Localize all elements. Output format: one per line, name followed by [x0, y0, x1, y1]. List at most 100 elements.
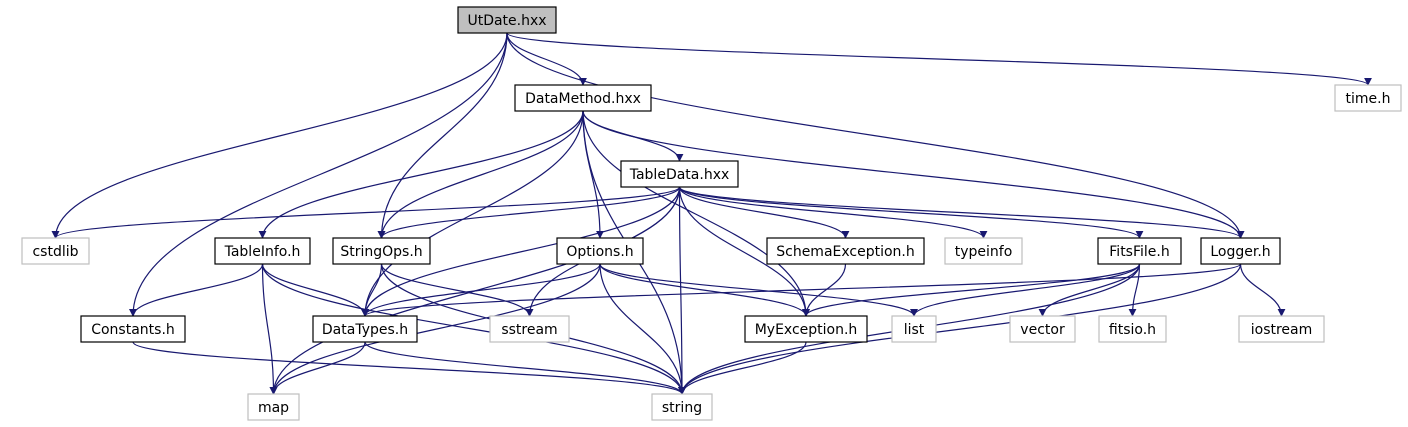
edge-fitsfile-to-fitsio — [1128, 263, 1141, 317]
edge-tableinfo-to-string — [261, 263, 686, 395]
edge-utdate-to-constants — [129, 32, 508, 317]
edge-datamethod-to-myexc — [582, 110, 810, 317]
node-string: string — [651, 393, 713, 421]
edge-tableinfo-to-map — [261, 263, 278, 395]
node-tableinfo[interactable]: TableInfo.h — [214, 237, 311, 265]
edge-fitsfile-to-myexc — [802, 263, 1141, 317]
edge-line — [678, 263, 1242, 395]
edge-options-to-string — [599, 263, 686, 395]
node-box — [457, 6, 557, 34]
edge-logger-to-string — [678, 263, 1242, 395]
node-fitsfile[interactable]: FitsFile.h — [1097, 237, 1182, 265]
edge-line — [582, 110, 604, 239]
node-box — [1098, 315, 1167, 343]
node-tabledata[interactable]: TableData.hxx — [620, 160, 739, 188]
node-label: TableData.hxx — [629, 167, 730, 183]
node-box — [80, 315, 186, 343]
edges-layer — [51, 32, 1372, 395]
edge-datatypes-to-map — [269, 341, 366, 395]
edge-line — [678, 186, 988, 239]
edge-options-to-myexc — [599, 263, 810, 317]
edge-line — [506, 32, 587, 86]
node-stringops[interactable]: StringOps.h — [332, 237, 431, 265]
edge-utdate-to-cstdlib — [51, 32, 508, 239]
node-logger[interactable]: Logger.h — [1200, 237, 1281, 265]
edge-line — [678, 186, 1245, 239]
edge-options-to-map — [269, 263, 601, 395]
node-label: Logger.h — [1210, 244, 1270, 260]
edge-myexc-to-string — [678, 341, 807, 395]
edge-line — [132, 341, 686, 395]
edge-tabledata-to-datatypes — [361, 186, 681, 317]
node-label: time.h — [1346, 91, 1391, 107]
node-label: Options.h — [566, 244, 633, 260]
edge-line — [582, 110, 1245, 239]
node-label: typeinfo — [955, 244, 1013, 260]
edge-fitsfile-to-vector — [1038, 263, 1141, 317]
edge-tabledata-to-cstdlib — [51, 186, 681, 239]
node-schemaexc[interactable]: SchemaException.h — [766, 237, 925, 265]
edge-datamethod-to-options — [582, 110, 604, 239]
node-label: SchemaException.h — [776, 244, 915, 260]
node-myexc[interactable]: MyException.h — [744, 315, 868, 343]
edge-tabledata-to-logger — [678, 186, 1245, 239]
edge-options-to-datatypes — [361, 263, 601, 317]
node-label: sstream — [501, 322, 557, 338]
node-cstdlib: cstdlib — [21, 237, 90, 265]
node-label: MyException.h — [755, 322, 858, 338]
edge-datamethod-to-tableinfo — [258, 110, 584, 239]
node-label: vector — [1020, 322, 1065, 338]
edge-line — [261, 263, 369, 317]
edge-line — [361, 110, 584, 317]
node-typeinfo: typeinfo — [944, 237, 1023, 265]
node-datatypes[interactable]: DataTypes.h — [312, 315, 418, 343]
node-iostream: iostream — [1238, 315, 1325, 343]
edge-datatypes-to-string — [364, 341, 686, 395]
edge-constants-to-string — [132, 341, 686, 395]
node-box — [1097, 237, 1182, 265]
node-time: time.h — [1334, 84, 1402, 112]
node-label: cstdlib — [32, 244, 78, 260]
edge-line — [599, 263, 918, 317]
edge-line — [582, 110, 810, 317]
node-options[interactable]: Options.h — [556, 237, 644, 265]
node-label: string — [662, 400, 702, 416]
edge-line — [129, 263, 264, 317]
node-map: map — [247, 393, 300, 421]
node-box — [1334, 84, 1402, 112]
edge-datamethod-to-datatypes — [361, 110, 584, 317]
edge-tableinfo-to-constants — [129, 263, 264, 317]
edge-line — [129, 32, 508, 317]
node-box — [247, 393, 300, 421]
node-box — [1200, 237, 1281, 265]
edge-line — [269, 263, 601, 395]
edge-line — [361, 263, 601, 317]
edge-line — [261, 263, 686, 395]
node-utdate[interactable]: UtDate.hxx — [457, 6, 557, 34]
edge-utdate-to-logger — [506, 32, 1245, 239]
node-label: UtDate.hxx — [467, 13, 546, 29]
node-box — [744, 315, 868, 343]
edge-line — [1128, 263, 1141, 317]
node-box — [312, 315, 418, 343]
node-box — [620, 160, 739, 188]
edge-line — [506, 32, 1372, 86]
edge-line — [506, 32, 1245, 239]
node-box — [556, 237, 644, 265]
node-box — [766, 237, 925, 265]
edge-line — [377, 32, 508, 239]
edge-line — [361, 186, 681, 317]
node-sstream: sstream — [489, 315, 570, 343]
node-label: TableInfo.h — [224, 244, 301, 260]
edge-line — [678, 186, 1144, 239]
node-datamethod[interactable]: DataMethod.hxx — [514, 84, 652, 112]
edge-line — [364, 341, 686, 395]
edge-line — [802, 263, 1141, 317]
node-vector: vector — [1009, 315, 1076, 343]
edge-tabledata-to-stringops — [377, 186, 681, 239]
edge-tabledata-to-string — [677, 186, 686, 395]
node-label: FitsFile.h — [1109, 244, 1169, 260]
edge-options-to-list — [599, 263, 918, 317]
node-constants[interactable]: Constants.h — [80, 315, 186, 343]
node-label: DataTypes.h — [322, 322, 408, 338]
